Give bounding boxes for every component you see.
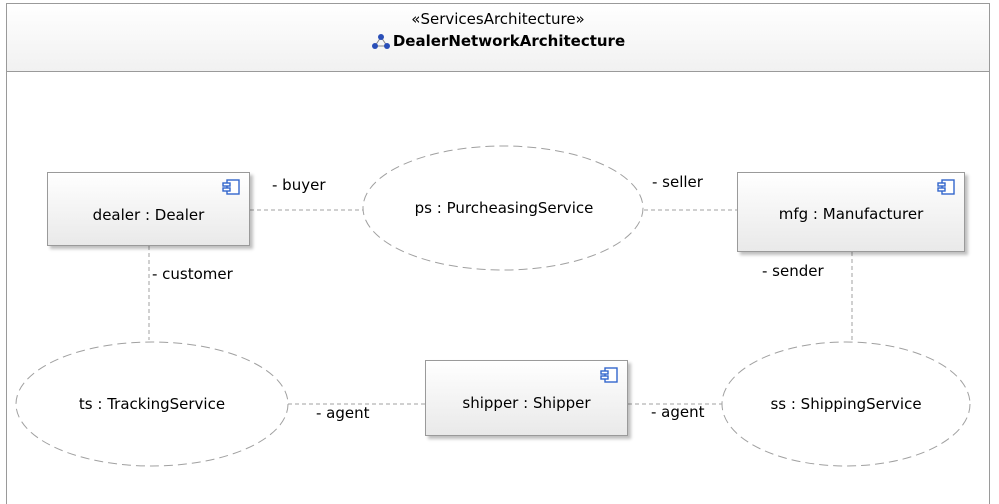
role-label-customer: - customer — [152, 265, 233, 283]
role-label-seller: - seller — [652, 173, 703, 191]
component-icon — [600, 367, 618, 383]
frame-header: «ServicesArchitecture» DealerNetworkArch… — [7, 4, 989, 72]
component-icon — [937, 179, 955, 195]
part-shipper[interactable]: shipper : Shipper — [425, 360, 628, 436]
part-mfg[interactable]: mfg : Manufacturer — [737, 172, 965, 252]
role-label-buyer: - buyer — [272, 176, 326, 194]
role-label-agent: - agent — [316, 404, 370, 422]
stereotype-label: «ServicesArchitecture» — [411, 10, 585, 28]
frame-title: DealerNetworkArchitecture — [392, 32, 626, 50]
part-dealer[interactable]: dealer : Dealer — [47, 172, 250, 246]
services-architecture-icon — [371, 34, 390, 49]
ellipse-ps[interactable] — [362, 145, 644, 271]
service-label-ss: ss : ShippingService — [770, 395, 922, 413]
role-label-sender: - sender — [762, 262, 824, 280]
component-icon — [222, 179, 240, 195]
part-label: dealer : Dealer — [92, 206, 205, 224]
service-label-ps: ps : PurcheasingService — [414, 199, 594, 217]
service-label-ts: ts : TrackingService — [78, 395, 226, 413]
ellipse-ss[interactable] — [721, 341, 971, 467]
part-label: mfg : Manufacturer — [778, 205, 924, 223]
part-label: shipper : Shipper — [462, 394, 591, 412]
role-label-agent: - agent — [651, 403, 705, 421]
ellipse-ts[interactable] — [15, 341, 289, 467]
